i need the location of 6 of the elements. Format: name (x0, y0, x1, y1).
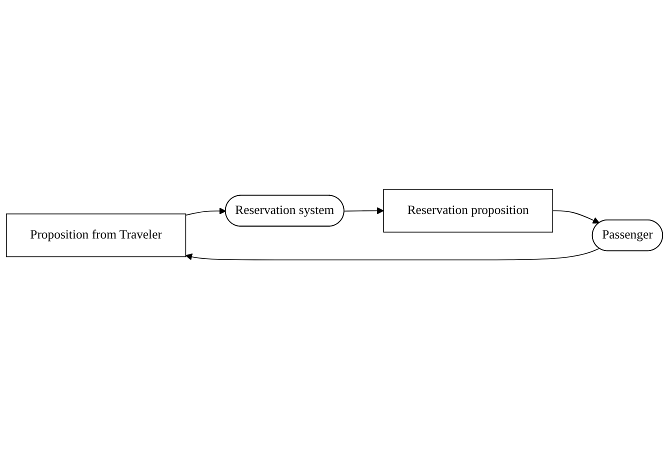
node-box: Proposition from Traveler (6, 214, 186, 258)
node-box: Reservation proposition (383, 189, 554, 233)
arrow (185, 208, 226, 216)
arrow (552, 210, 600, 224)
arrow (185, 248, 600, 261)
arrow (344, 208, 384, 215)
